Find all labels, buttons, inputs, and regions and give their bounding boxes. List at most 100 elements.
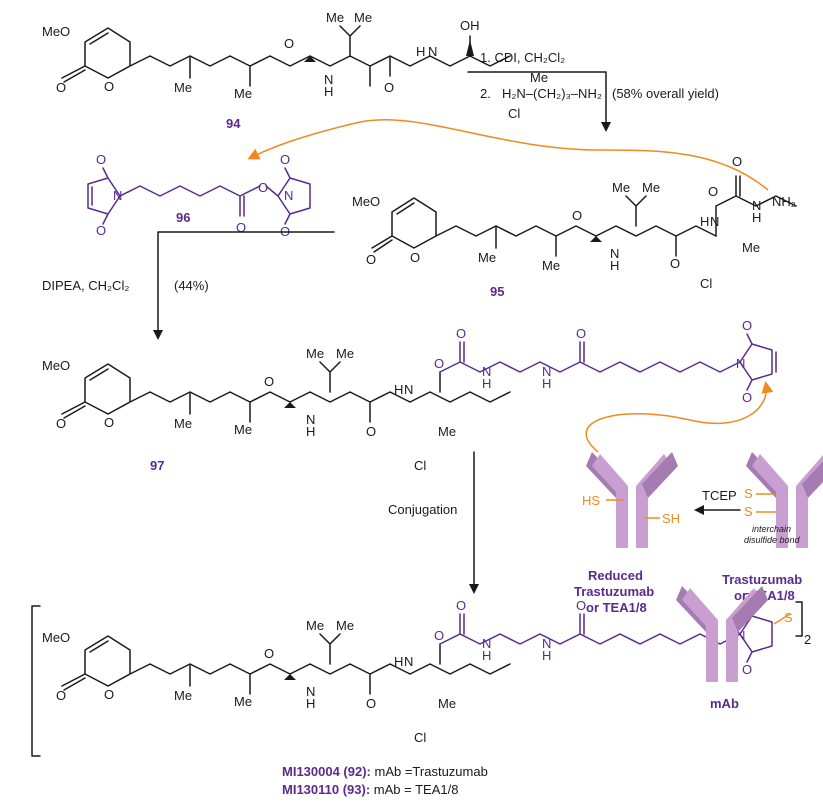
n-label-97-b: N [404, 382, 413, 397]
native-antibody-label-1: Trastuzumab [722, 572, 802, 587]
o-label-conj-carbamate-co: O [456, 598, 466, 613]
me-label-94-c: Me [326, 10, 344, 25]
o-label-96-c: O [236, 220, 246, 235]
s-label-conjugate: S [784, 610, 793, 625]
n-label-94-a: N [324, 72, 333, 87]
o-label-94-amide1: O [284, 36, 294, 51]
oh-label-94: OH [460, 18, 480, 33]
disulfide-bond [756, 493, 776, 513]
s-label-top: S [744, 486, 753, 501]
o-label-96-d: O [258, 180, 268, 195]
h-label-conj-c: H [482, 648, 491, 663]
me-label-97-e: Me [438, 424, 456, 439]
product-2-line: MI130110 (93): mAb = TEA1/8 [282, 782, 458, 797]
o-label-97-amide1: O [264, 374, 274, 389]
cl-label-conjugate: Cl [414, 730, 426, 745]
compound-96-structure [87, 167, 311, 225]
cl-label-95: Cl [700, 276, 712, 291]
reaction-arrow-1 [467, 71, 611, 132]
meo-label-97: MeO [42, 358, 70, 373]
compound-94-structure [61, 25, 511, 87]
yield-2: (44%) [174, 278, 209, 293]
disulfide-note-2: disulfide bond [744, 535, 801, 545]
n-label-97-maleimide: N [736, 356, 745, 371]
h-label-97-b: H [394, 382, 403, 397]
orange-curved-arrow-middle [585, 381, 774, 453]
compound-97-number: 97 [150, 458, 164, 473]
bracket-subscript: 2 [804, 632, 811, 647]
conjugation-label: Conjugation [388, 502, 457, 517]
me-label-conj-c: Me [306, 618, 324, 633]
n-label-96-b: N [284, 188, 293, 203]
o-label-conj-carbonyl: O [56, 688, 66, 703]
o-label-96-b: O [96, 223, 106, 238]
product-1-line: MI130004 (92): mAb =Trastuzumab [282, 764, 488, 779]
reagent-step2-number: 2. [480, 86, 491, 101]
s-label-bottom: S [744, 504, 753, 519]
o-label-conj-amide1: O [264, 646, 274, 661]
o-label-95-carbamate: O [708, 184, 718, 199]
h-label-94-b: H [416, 44, 425, 59]
n-label-95-a: N [610, 246, 619, 261]
n-label-conj-b: N [404, 654, 413, 669]
product-2-desc: mAb = TEA1/8 [370, 782, 458, 797]
n-label-conj-d: N [542, 636, 551, 651]
me-label-conj-e: Me [438, 696, 456, 711]
h-label-97-a: H [306, 424, 315, 439]
orange-curved-arrow-top [247, 119, 769, 191]
reagent-coupling: DIPEA, CH₂Cl₂ [42, 278, 129, 293]
o-label-97-maleimide-b: O [742, 390, 752, 405]
o-label-97-amide2: O [366, 424, 376, 439]
reaction-arrow-2 [153, 231, 335, 340]
h-label-conj-b: H [394, 654, 403, 669]
compound-95-structure [371, 175, 797, 257]
h-label-conj-d: H [542, 648, 551, 663]
reagent-step2-diamine: H₂N–(CH₂)₃–NH₂ [502, 86, 602, 101]
h-label-97-c: H [482, 376, 491, 391]
bracket-left [31, 605, 41, 757]
yield-1: (58% overall yield) [612, 86, 719, 101]
reduced-antibody-icon [586, 452, 678, 548]
me-label-conj-a: Me [174, 688, 192, 703]
mab-label: mAb [710, 696, 739, 711]
me-label-95-e: Me [742, 240, 760, 255]
n-label-96-a: N [113, 188, 122, 203]
o-label-95-carbonyl: O [366, 252, 376, 267]
o-label-97-carbamate-co: O [456, 326, 466, 341]
compound-96-number: 96 [176, 210, 190, 225]
o-label-96-a: O [96, 152, 106, 167]
product-1-desc: mAb =Trastuzumab [371, 764, 488, 779]
o-label-conj-succinimide-b: O [742, 662, 752, 677]
o-label-95-amide2: O [670, 256, 680, 271]
compound-97-linker [439, 333, 777, 391]
h-label-95-a: H [610, 258, 619, 273]
reduced-antibody-label-3: or TEA1/8 [586, 600, 647, 615]
o-label-97-maleimide-a: O [742, 318, 752, 333]
o-label-94-carbonyl: O [56, 80, 66, 95]
sh-label: SH [662, 511, 680, 526]
compound-94-number: 94 [226, 116, 241, 131]
meo-label-95: MeO [352, 194, 380, 209]
n-label-94-b: N [428, 44, 437, 59]
me-label-95-c: Me [612, 180, 630, 195]
conjugate-structure [61, 633, 511, 695]
me-label-95-a: Me [478, 250, 496, 265]
me-label-95-b: Me [542, 258, 560, 273]
me-label-94-a: Me [174, 80, 192, 95]
o-label-94-ring: O [104, 79, 114, 94]
n-label-conj-a: N [306, 684, 315, 699]
compound-97-structure [61, 361, 511, 423]
nh2-label-95: NH₂ [772, 194, 796, 209]
o-label-95-amide1: O [572, 208, 582, 223]
o-label-conj-amide2: O [366, 696, 376, 711]
cl-label-94: Cl [508, 106, 520, 121]
h-label-95-b: H [700, 214, 709, 229]
n-label-conj-succinimide: N [736, 628, 745, 643]
o-label-96-e: O [280, 152, 290, 167]
n-label-95-b: N [710, 214, 719, 229]
disulfide-note-1: interchain [752, 524, 791, 534]
me-label-97-c: Me [306, 346, 324, 361]
o-label-conj-ring: O [104, 687, 114, 702]
n-label-97-a: N [306, 412, 315, 427]
n-label-97-c: N [482, 364, 491, 379]
